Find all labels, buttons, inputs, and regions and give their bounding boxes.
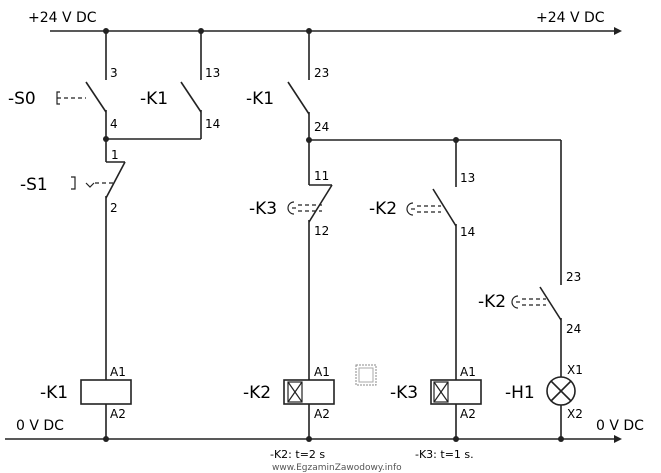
- watermark-text: www.EgzaminZawodowy.info: [272, 463, 402, 473]
- rail-label-bottom-left: 0 V DC: [16, 418, 64, 434]
- watermark-logo-icon: [355, 364, 377, 386]
- k2-coil: [283, 379, 335, 405]
- branch-k2: -K1 23 24 -K3 11 12 -K2 A1 A2 -K2: t=2 s: [243, 31, 561, 461]
- k1-coil-label: -K1: [40, 383, 68, 403]
- bottom-rail: [5, 435, 622, 443]
- k2-coil-pin-b: A2: [314, 407, 330, 421]
- k3-coil-label: -K3: [390, 383, 418, 403]
- s0-pin-b: 4: [110, 117, 118, 131]
- branch-k3: -K2 13 14 -K3 A1 A2 -K3: t=1 s.: [369, 140, 482, 461]
- k3-contact-pin-a: 11: [314, 169, 329, 183]
- k2-timing: -K2: t=2 s: [270, 448, 325, 461]
- k2-contact-pin-a: 13: [460, 171, 475, 185]
- s1-pin-b: 2: [110, 201, 118, 215]
- s1-pin-a: 1: [111, 148, 119, 162]
- k2-contact-pin-b: 14: [460, 225, 475, 239]
- k3-contact-label: -K3: [249, 199, 277, 219]
- h1-label: -H1: [505, 383, 535, 403]
- k2-coil-label: -K2: [243, 383, 271, 403]
- k1-contact-pin-a: 13: [205, 66, 220, 80]
- top-rail: [50, 27, 622, 35]
- s1-label: -S1: [20, 175, 48, 195]
- k1-coil-pin-b: A2: [110, 407, 126, 421]
- k3-timing: -K3: t=1 s.: [415, 448, 474, 461]
- k2-contact2-pin-a: 23: [566, 270, 581, 284]
- k2-contact2-label: -K2: [478, 292, 506, 312]
- branch-h1: -K2 23 24 -H1 X1 X2: [478, 140, 583, 439]
- k2-contact2-pin-b: 24: [566, 322, 581, 336]
- k1-contact-pin-b: 14: [205, 117, 220, 131]
- s0-label: -S0: [8, 89, 36, 109]
- k1-coil-pin-a: A1: [110, 365, 126, 379]
- k3-coil-pin-b: A2: [460, 407, 476, 421]
- k1-contact-label: -K1: [140, 89, 168, 109]
- k3-coil: [430, 379, 482, 405]
- branch-k1: -S0 3 4 -K1 13 14 -S1 1 2 -K1 A1 A2: [8, 31, 220, 439]
- h1-pin-a: X1: [567, 363, 583, 377]
- k3-coil-pin-a: A1: [460, 365, 476, 379]
- k1-contact2-pin-b: 24: [314, 120, 329, 134]
- h1-pin-b: X2: [567, 407, 583, 421]
- rail-label-bottom-right: 0 V DC: [596, 418, 644, 434]
- k2-contact-label: -K2: [369, 199, 397, 219]
- k1-contact2-label: -K1: [246, 89, 274, 109]
- k1-contact2-pin-a: 23: [314, 66, 329, 80]
- s0-pin-a: 3: [110, 66, 118, 80]
- k3-contact-pin-b: 12: [314, 224, 329, 238]
- rail-label-top-right: +24 V DC: [536, 10, 605, 26]
- rail-label-top-left: +24 V DC: [28, 10, 97, 26]
- k2-coil-pin-a: A1: [314, 365, 330, 379]
- k1-coil: [80, 379, 132, 405]
